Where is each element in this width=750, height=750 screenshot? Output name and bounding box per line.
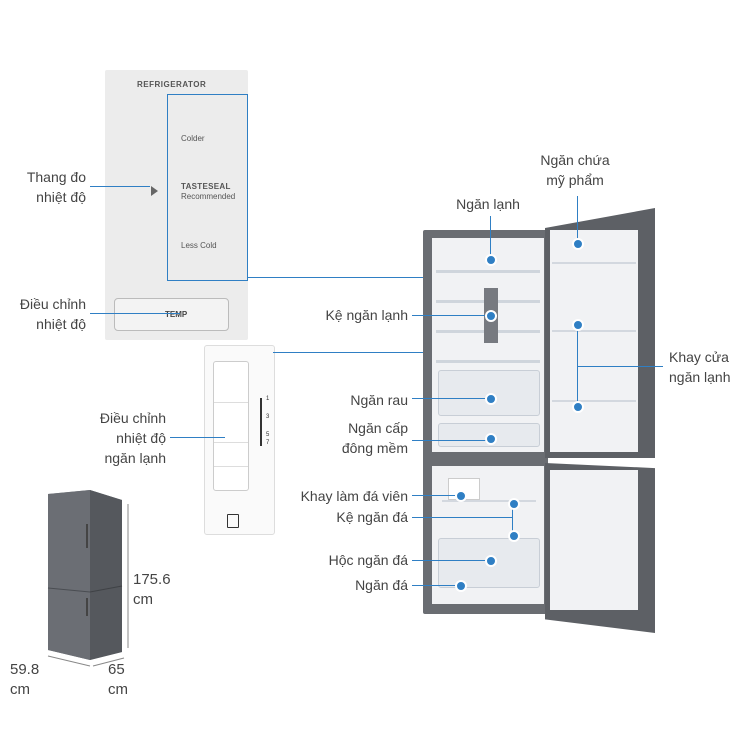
freezer-shelf: [442, 500, 536, 502]
lower-door-inner: [550, 470, 638, 610]
dial-tick-3: 3: [266, 414, 270, 420]
fridge-dial-panel: 1 3 5 7: [204, 345, 275, 535]
marker-khay-da: [455, 490, 467, 502]
scale-pointer-icon: [151, 186, 158, 196]
label-ngan-rau: Ngăn rau: [350, 392, 408, 408]
dial-slot: [213, 361, 249, 491]
pointer-line-ngan-da: [412, 585, 460, 586]
pointer-line-ke-ngan-lanh: [412, 315, 490, 316]
marker-hoc-da: [485, 555, 497, 567]
label-khay-cua: Khay cửa ngăn lạnh: [669, 349, 731, 385]
door-icon: [227, 514, 239, 528]
connector-line-scale: [248, 277, 543, 278]
marker-ke-ngan-da: [508, 498, 520, 510]
pointer-line-ngan-lanh: [490, 216, 491, 258]
temp-button[interactable]: TEMP: [114, 298, 229, 331]
colder-label: Colder: [181, 134, 205, 143]
pointer-line-khay-da: [412, 495, 460, 496]
dial-tick-7: 7: [266, 440, 270, 446]
marker-my-pham: [572, 238, 584, 250]
temp-button-label: TEMP: [165, 310, 188, 319]
label-thang-do: Thang đo nhiệt độ: [26, 169, 86, 205]
door-tray: [552, 400, 636, 402]
pointer-line-ngan-rau: [412, 398, 490, 399]
pointer-line-ke-ngan-da: [412, 517, 512, 518]
tasteseal-brand: TASTESEAL: [181, 182, 231, 191]
label-khay-lam-da-vien: Khay làm đá viên: [300, 488, 408, 504]
fridge-shelf: [436, 270, 540, 273]
pointer-line-dial: [170, 437, 225, 438]
marker-ngan-rau: [485, 393, 497, 405]
pointer-line-khay-cua: [577, 366, 663, 367]
pointer-line-thang-do: [90, 186, 150, 187]
pointer-line-dieu-chinh: [90, 313, 180, 314]
label-ke-ngan-lanh: Kệ ngăn lạnh: [325, 307, 408, 323]
label-ngan-lanh: Ngăn lạnh: [456, 196, 520, 212]
pointer-line-my-pham: [577, 196, 578, 242]
dimension-width: 59.8 cm: [10, 661, 40, 698]
pointer-line-hoc-da: [412, 560, 490, 561]
marker-ngan-lanh: [485, 254, 497, 266]
recommended-label: Recommended: [181, 192, 236, 201]
marker-cap-dong: [485, 433, 497, 445]
door-tray: [552, 330, 636, 332]
fridge-shelf: [436, 360, 540, 363]
label-ngan-cap-dong-mem: Ngăn cấp đông mềm: [341, 420, 408, 456]
label-dieu-chinh-ngan-lanh: Điều chỉnh nhiệt độ ngăn lạnh: [99, 410, 166, 466]
label-ke-ngan-da: Kệ ngăn đá: [336, 509, 408, 525]
label-ngan-da: Ngăn đá: [355, 577, 408, 593]
dial-tick-1: 1: [266, 396, 270, 402]
label-dieu-chinh: Điều chỉnh nhiệt độ: [19, 296, 86, 332]
marker-ke-ngan-lanh: [485, 310, 497, 322]
door-tray: [552, 262, 636, 264]
pointer-line-cap-dong: [412, 440, 490, 441]
temperature-control-panel: REFRIGERATOR Colder TASTESEAL Recommende…: [105, 70, 248, 340]
less-cold-label: Less Cold: [181, 241, 217, 250]
panel-title: REFRIGERATOR: [137, 80, 207, 89]
dimension-depth: 65 cm: [108, 661, 128, 698]
pointer-line-ke-ngan-da-v: [512, 504, 513, 536]
connector-line-dial: [273, 352, 490, 353]
marker-ke-ngan-da-2: [508, 530, 520, 542]
label-hoc-ngan-da: Hộc ngăn đá: [328, 552, 408, 568]
marker-khay-cua-1: [572, 319, 584, 331]
upper-door-inner: [550, 230, 638, 452]
marker-ngan-da: [455, 580, 467, 592]
dial-scale-bar: [260, 398, 262, 446]
fridge-compartment: [432, 238, 544, 452]
marker-khay-cua-2: [572, 401, 584, 413]
dimension-height: 175.6 cm: [133, 571, 171, 608]
dial-tick-5: 5: [266, 432, 270, 438]
temperature-scale-box: [167, 94, 248, 281]
label-ngan-chua-my-pham: Ngăn chứa mỹ phẩm: [540, 152, 610, 188]
